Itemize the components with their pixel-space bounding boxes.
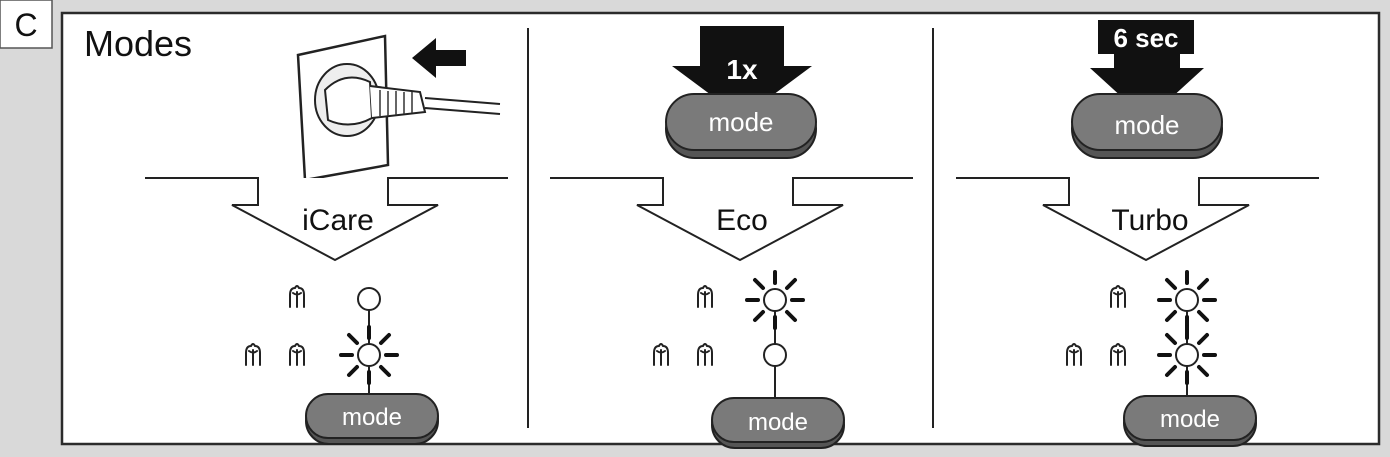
svg-text:mode: mode xyxy=(708,107,773,137)
mode-arrow-banner xyxy=(956,177,1319,262)
figure-letter: C xyxy=(14,7,37,43)
mode-name-eco: Eco xyxy=(716,204,768,237)
svg-text:mode: mode xyxy=(342,404,402,431)
figure-letter-box xyxy=(0,0,53,49)
led-indicator-blinking xyxy=(1157,325,1217,385)
led-indicator-blinking xyxy=(1157,270,1217,330)
mode-button-top: mode xyxy=(1071,93,1223,159)
panel-eco: 1x mode Eco mode xyxy=(550,26,913,449)
led-indicator-off xyxy=(763,343,787,367)
panel-turbo: 6 sec mode Turbo mode xyxy=(956,20,1319,447)
svg-text:mode: mode xyxy=(748,409,808,436)
mode-name-icare: iCare xyxy=(302,204,374,237)
led-indicator-blinking xyxy=(745,270,805,330)
svg-text:mode: mode xyxy=(1114,110,1179,140)
press-arrow-icon: 1x xyxy=(672,26,812,118)
diagram-title: Modes xyxy=(84,23,192,64)
hold-duration-label: 6 sec xyxy=(1113,23,1178,53)
mode-arrow-banner xyxy=(550,177,913,262)
mode-button-bottom: mode xyxy=(1123,395,1257,447)
svg-text:mode: mode xyxy=(1160,406,1220,433)
press-hold-arrow-icon: 6 sec xyxy=(1090,20,1204,120)
mode-button-top: mode xyxy=(665,93,817,159)
panel-icare: iCare mode xyxy=(145,34,508,445)
led-indicator-blinking xyxy=(339,325,399,385)
wall-socket-icon xyxy=(296,34,501,182)
arrow-left-icon xyxy=(412,38,466,78)
mode-arrow-banner xyxy=(145,177,508,262)
mode-name-turbo: Turbo xyxy=(1111,204,1188,237)
led-indicator-off xyxy=(357,287,381,311)
press-count-label: 1x xyxy=(726,54,758,85)
mode-button-bottom: mode xyxy=(711,397,845,449)
mode-button-bottom: mode xyxy=(305,393,439,445)
